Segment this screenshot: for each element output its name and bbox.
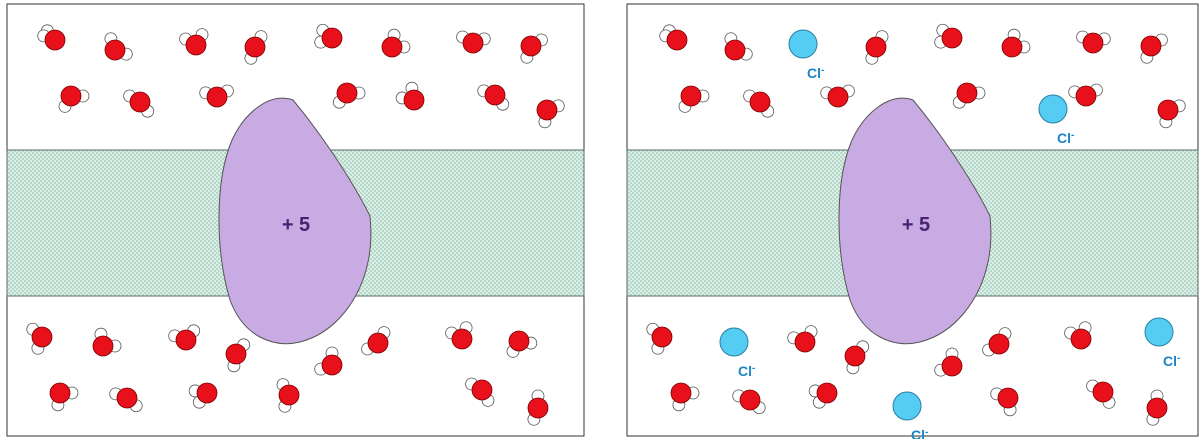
chloride-atom	[720, 328, 748, 356]
chloride-charge: -	[925, 427, 928, 438]
oxygen-atom	[1147, 398, 1167, 418]
oxygen-atom	[942, 356, 962, 376]
panel-right: Cl-Cl-Cl-Cl-Cl- + 5	[627, 4, 1198, 439]
oxygen-atom	[828, 87, 848, 107]
protein-charge-label: + 5	[282, 214, 310, 236]
panel-left: + 5	[7, 4, 584, 436]
chloride-charge: -	[752, 363, 755, 374]
oxygen-atom	[866, 37, 886, 57]
oxygen-atom	[93, 336, 113, 356]
oxygen-atom	[197, 383, 217, 403]
chloride-charge: -	[1177, 353, 1180, 364]
oxygen-atom	[279, 385, 299, 405]
oxygen-atom	[750, 92, 770, 112]
oxygen-atom	[485, 85, 505, 105]
oxygen-atom	[322, 28, 342, 48]
oxygen-atom	[50, 383, 70, 403]
oxygen-atom	[1071, 329, 1091, 349]
oxygen-atom	[226, 344, 246, 364]
oxygen-atom	[671, 383, 691, 403]
chloride-atom	[1039, 95, 1067, 123]
oxygen-atom	[130, 92, 150, 112]
oxygen-atom	[1083, 33, 1103, 53]
oxygen-atom	[404, 90, 424, 110]
oxygen-atom	[521, 36, 541, 56]
oxygen-atom	[61, 86, 81, 106]
oxygen-atom	[1141, 36, 1161, 56]
oxygen-atom	[322, 355, 342, 375]
oxygen-atom	[509, 331, 529, 351]
oxygen-atom	[1093, 382, 1113, 402]
oxygen-atom	[725, 40, 745, 60]
oxygen-atom	[652, 327, 672, 347]
oxygen-atom	[795, 332, 815, 352]
oxygen-atom	[176, 330, 196, 350]
oxygen-atom	[368, 333, 388, 353]
oxygen-atom	[817, 383, 837, 403]
protein-charge-label: + 5	[902, 214, 930, 236]
oxygen-atom	[1076, 86, 1096, 106]
oxygen-atom	[382, 37, 402, 57]
oxygen-atom	[998, 388, 1018, 408]
oxygen-atom	[942, 28, 962, 48]
oxygen-atom	[105, 40, 125, 60]
oxygen-atom	[537, 100, 557, 120]
oxygen-atom	[337, 83, 357, 103]
chloride-atom	[1145, 318, 1173, 346]
chloride-charge: -	[821, 65, 824, 76]
oxygen-atom	[186, 35, 206, 55]
oxygen-atom	[740, 390, 760, 410]
oxygen-atom	[528, 398, 548, 418]
oxygen-atom	[207, 87, 227, 107]
chloride-charge: -	[1071, 130, 1074, 141]
chloride-atom	[893, 392, 921, 420]
oxygen-atom	[667, 30, 687, 50]
oxygen-atom	[989, 334, 1009, 354]
oxygen-atom	[1158, 100, 1178, 120]
oxygen-atom	[45, 30, 65, 50]
oxygen-atom	[117, 388, 137, 408]
chloride-label: Cl-	[911, 427, 928, 439]
oxygen-atom	[957, 83, 977, 103]
oxygen-atom	[681, 86, 701, 106]
oxygen-atom	[472, 380, 492, 400]
oxygen-atom	[845, 346, 865, 366]
oxygen-atom	[245, 37, 265, 57]
oxygen-atom	[463, 33, 483, 53]
oxygen-atom	[1002, 37, 1022, 57]
oxygen-atom	[32, 327, 52, 347]
oxygen-atom	[452, 329, 472, 349]
chloride-atom	[789, 30, 817, 58]
